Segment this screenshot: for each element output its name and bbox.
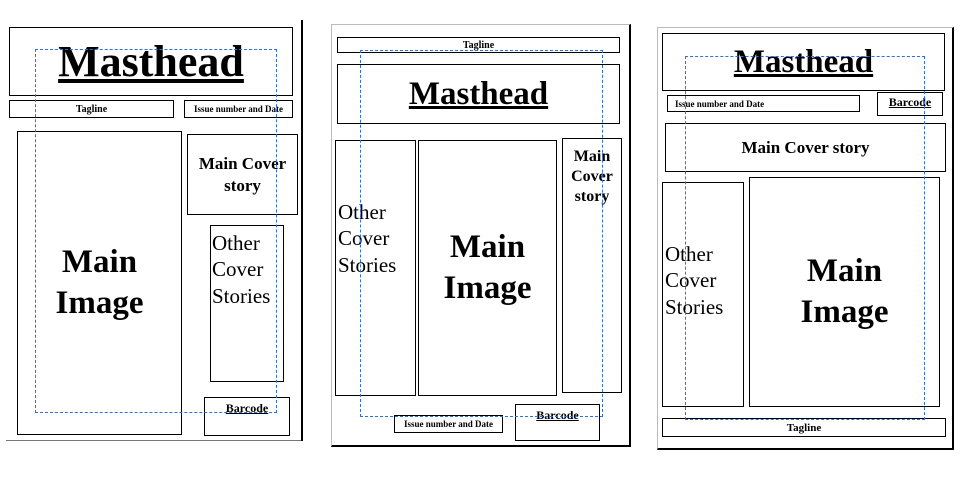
barcode-label: Barcode: [536, 408, 579, 422]
main-image-label-line2: Image: [55, 285, 144, 321]
issue-box-1: Issue number and Date: [184, 100, 293, 118]
main-cover-line3: story: [574, 188, 610, 205]
barcode-box-1: Barcode: [204, 397, 290, 436]
issue-box-2: Issue number and Date: [394, 415, 503, 433]
tagline-label: Tagline: [462, 39, 495, 51]
page-right-edge-1: [301, 20, 303, 441]
main-image-box-1: Main Image: [17, 131, 182, 435]
barcode-box-3: Barcode: [877, 92, 943, 116]
masthead-label: Masthead: [408, 75, 549, 112]
tagline-label: Tagline: [786, 421, 822, 434]
main-image-box-2: Main Image: [418, 140, 557, 396]
other-cover-line1: Other: [212, 231, 260, 255]
barcode-label: Barcode: [225, 401, 269, 415]
issue-label: Issue number and Date: [403, 419, 494, 429]
main-cover-label: Main Cover story: [741, 137, 870, 157]
issue-box-3: Issue number and Date: [667, 95, 860, 112]
main-cover-line2: Cover: [571, 168, 613, 185]
other-cover-line1: Other: [665, 242, 713, 266]
main-image-label-line1: Main: [61, 243, 138, 280]
other-cover-line2: Cover: [212, 257, 264, 282]
other-cover-line3: Stories: [212, 283, 271, 308]
other-cover-box-2: Other Cover Stories: [335, 140, 416, 396]
issue-label: Issue number and Date: [675, 98, 765, 109]
main-image-label-line2: Image: [800, 294, 889, 330]
masthead-label: Masthead: [58, 36, 244, 86]
tagline-box-3: Tagline: [662, 418, 946, 437]
other-cover-line2: Cover: [665, 268, 717, 293]
main-cover-line1: Main: [573, 148, 611, 165]
other-cover-line3: Stories: [665, 294, 724, 319]
tagline-box-1: Tagline: [9, 100, 174, 118]
main-image-box-3: Main Image: [749, 177, 940, 407]
main-cover-box-1: Main Cover story: [187, 134, 298, 215]
main-image-label-line1: Main: [806, 252, 883, 289]
masthead-box-2: Masthead: [337, 64, 620, 124]
main-image-label-line1: Main: [449, 228, 526, 265]
other-cover-line2: Cover: [338, 226, 390, 251]
main-cover-box-3: Main Cover story: [665, 123, 946, 172]
other-cover-box-3: Other Cover Stories: [662, 182, 744, 407]
tagline-label: Tagline: [75, 103, 108, 115]
masthead-label: Masthead: [733, 43, 874, 80]
main-cover-label: Main Cover story: [198, 154, 287, 195]
barcode-label: Barcode: [888, 95, 932, 109]
main-cover-box-2: Main Cover story: [562, 138, 622, 393]
main-image-label-line2: Image: [443, 270, 532, 306]
other-cover-line3: Stories: [338, 252, 397, 277]
other-cover-box-1: Other Cover Stories: [210, 225, 284, 382]
barcode-box-2: Barcode: [515, 404, 600, 441]
masthead-box-3: Masthead: [662, 33, 945, 91]
tagline-box-2: Tagline: [337, 37, 620, 53]
issue-label: Issue number and Date: [193, 104, 284, 114]
other-cover-line1: Other: [338, 200, 386, 224]
page-baseline-1: [6, 440, 302, 441]
masthead-box-1: Masthead: [9, 27, 293, 96]
